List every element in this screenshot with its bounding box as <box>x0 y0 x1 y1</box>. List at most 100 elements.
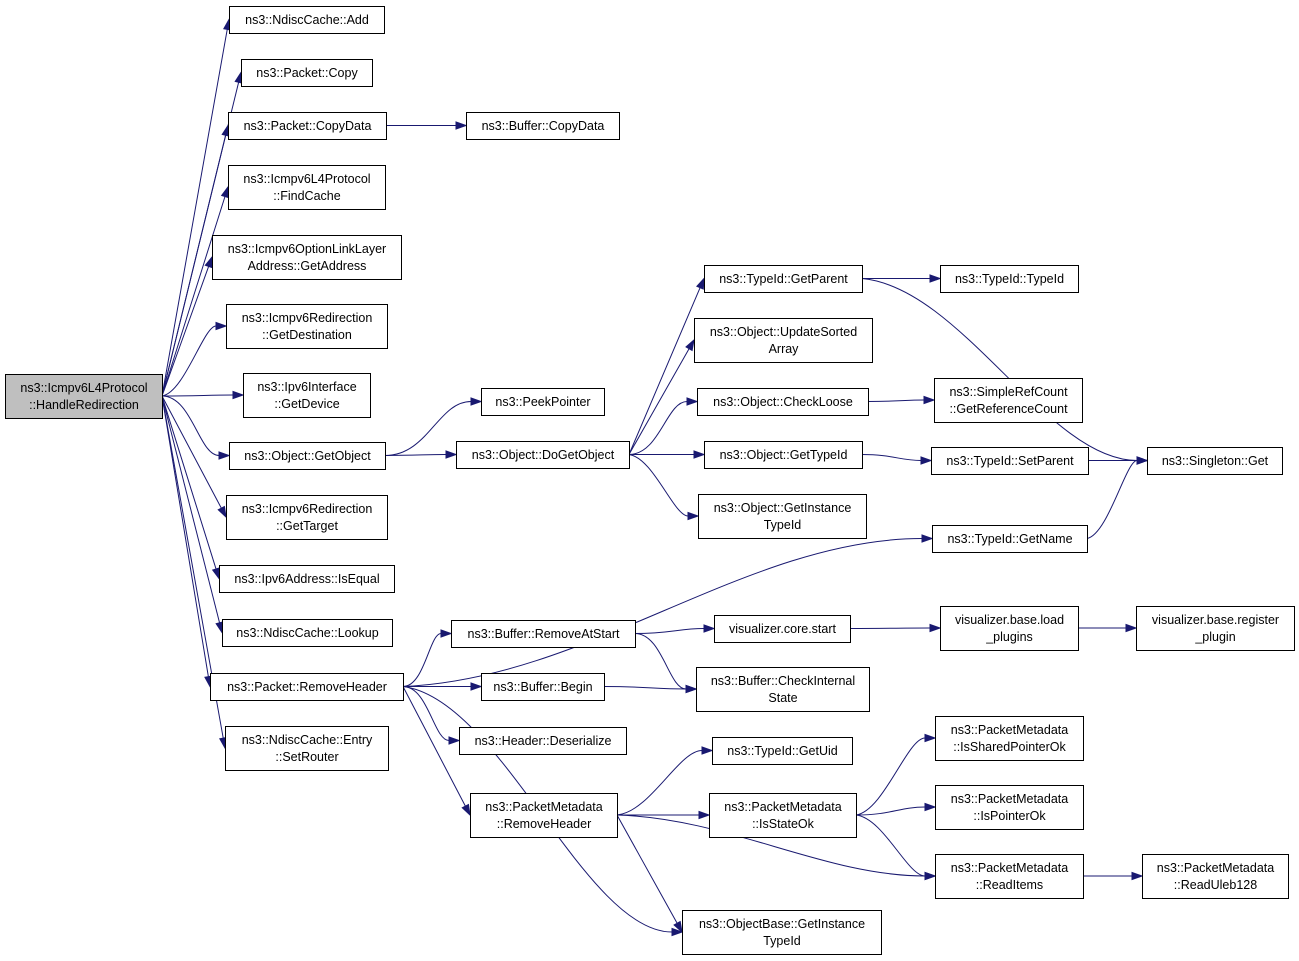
function-node[interactable]: visualizer.base.register _plugin <box>1136 606 1295 651</box>
function-node[interactable]: ns3::Object::DoGetObject <box>456 441 630 469</box>
node-label: ns3::Object::GetObject <box>244 449 371 463</box>
call-edge-line <box>616 814 926 877</box>
call-edge <box>861 454 933 465</box>
node-box <box>222 619 393 647</box>
function-node[interactable]: ns3::NdiscCache::Lookup <box>222 619 393 647</box>
node-label: _plugin <box>1194 630 1235 644</box>
call-edge <box>384 397 483 456</box>
node-label: ns3::Buffer::RemoveAtStart <box>468 627 620 641</box>
node-box <box>682 910 882 955</box>
call-edge-line <box>616 814 678 924</box>
node-label: State <box>768 691 797 705</box>
node-label: ns3::Icmpv6Redirection <box>242 502 373 516</box>
arrowhead <box>461 803 471 817</box>
function-node[interactable]: ns3::TypeId::GetName <box>932 525 1088 553</box>
function-node[interactable]: ns3::PacketMetadata::RemoveHeader <box>470 793 618 838</box>
call-edge-line <box>855 737 926 816</box>
call-edge-line <box>861 278 1138 461</box>
node-box <box>935 785 1084 830</box>
arrowhead <box>470 397 483 406</box>
function-node[interactable]: ns3::Object::GetTypeId <box>704 441 863 469</box>
arrowhead <box>448 736 461 745</box>
function-node[interactable]: ns3::Ipv6Interface::GetDevice <box>243 373 371 418</box>
function-node[interactable]: ns3::Packet::CopyData <box>228 112 387 140</box>
node-label: ns3::TypeId::GetParent <box>719 272 848 286</box>
function-node[interactable]: ns3::Icmpv6Redirection::GetTarget <box>226 495 388 540</box>
node-label: TypeId <box>764 518 802 532</box>
node-label: ns3::NdiscCache::Entry <box>242 733 373 747</box>
node-box <box>241 59 373 87</box>
function-node[interactable]: ns3::Buffer::RemoveAtStart <box>451 620 636 648</box>
function-node[interactable]: ns3::NdiscCache::Entry::SetRouter <box>225 726 389 771</box>
node-label: ns3::Object::DoGetObject <box>472 448 615 462</box>
function-node[interactable]: ns3::Icmpv6Redirection::GetDestination <box>226 304 388 349</box>
node-label: visualizer.base.register <box>1152 613 1279 627</box>
call-edge-line <box>402 538 923 687</box>
node-label: ::FindCache <box>273 189 340 203</box>
call-edge-line <box>861 454 922 461</box>
function-node[interactable]: ns3::Icmpv6OptionLinkLayerAddress::GetAd… <box>212 235 402 280</box>
call-edge-line <box>628 454 689 517</box>
node-label: ns3::PacketMetadata <box>724 800 841 814</box>
function-node[interactable]: ns3::NdiscCache::Add <box>229 6 385 34</box>
function-node[interactable]: visualizer.core.start <box>714 615 851 643</box>
function-node[interactable]: ns3::Singleton::Get <box>1147 447 1283 475</box>
node-label: ns3::Icmpv6L4Protocol <box>20 381 147 395</box>
node-label: ns3::PacketMetadata <box>951 861 1068 875</box>
function-node[interactable]: ns3::PeekPointer <box>481 388 605 416</box>
function-node[interactable]: ns3::Packet::RemoveHeader <box>210 673 404 701</box>
call-edge <box>855 802 937 816</box>
node-box <box>694 318 873 363</box>
node-label: ns3::PacketMetadata <box>485 800 602 814</box>
function-node[interactable]: ns3::SimpleRefCount::GetReferenceCount <box>934 378 1083 423</box>
function-node[interactable]: ns3::Object::CheckLoose <box>697 388 869 416</box>
function-node[interactable]: ns3::Header::Deserialize <box>459 727 627 755</box>
function-node[interactable]: ns3::TypeId::GetUid <box>712 737 853 765</box>
function-node[interactable]: ns3::Object::GetObject <box>229 442 386 470</box>
arrowhead <box>673 920 683 934</box>
node-box <box>709 793 857 838</box>
call-edge-line <box>1086 460 1138 539</box>
function-node[interactable]: ns3::Buffer::Begin <box>481 673 605 701</box>
function-node[interactable]: ns3::PacketMetadata::IsSharedPointerOk <box>935 716 1084 761</box>
arrowhead <box>220 185 229 199</box>
function-node[interactable]: ns3::Packet::Copy <box>241 59 373 87</box>
call-edge <box>161 390 245 400</box>
function-node[interactable]: ns3::PacketMetadata::IsStateOk <box>709 793 857 838</box>
node-label: ::GetTarget <box>276 519 338 533</box>
function-node[interactable]: ns3::PacketMetadata::ReadUleb128 <box>1142 854 1289 899</box>
function-node[interactable]: ns3::TypeId::TypeId <box>940 265 1079 293</box>
node-box <box>212 235 402 280</box>
call-edge-line <box>161 266 210 397</box>
node-label: ::HandleRedirection <box>29 398 139 412</box>
function-node[interactable]: ns3::TypeId::GetParent <box>704 265 863 293</box>
function-node[interactable]: visualizer.base.load_plugins <box>940 606 1079 651</box>
call-edge-line <box>161 395 221 623</box>
call-edge <box>161 395 224 634</box>
node-box <box>935 854 1084 899</box>
function-node[interactable]: ns3::Icmpv6L4Protocol::FindCache <box>228 165 386 210</box>
call-edge-line <box>867 399 925 402</box>
function-node[interactable]: ns3::Ipv6Address::IsEqual <box>219 565 395 593</box>
node-box <box>932 525 1088 553</box>
node-label: ::ReadItems <box>976 878 1043 892</box>
node-box <box>5 374 163 419</box>
call-edge-line <box>384 454 447 456</box>
node-label: ns3::Ipv6Address::IsEqual <box>234 572 379 586</box>
arrowhead <box>929 623 942 633</box>
function-node[interactable]: ns3::PacketMetadata::ReadItems <box>935 854 1084 899</box>
arrowhead <box>687 511 700 521</box>
call-edge <box>628 277 705 455</box>
function-node[interactable]: ns3::TypeId::SetParent <box>931 447 1089 475</box>
arrowhead <box>923 395 936 405</box>
node-box <box>696 667 870 712</box>
function-node[interactable]: ns3::Buffer::CopyData <box>466 112 620 140</box>
call-edge <box>628 454 700 521</box>
function-node[interactable]: ns3::PacketMetadata::IsPointerOk <box>935 785 1084 830</box>
node-box <box>225 726 389 771</box>
